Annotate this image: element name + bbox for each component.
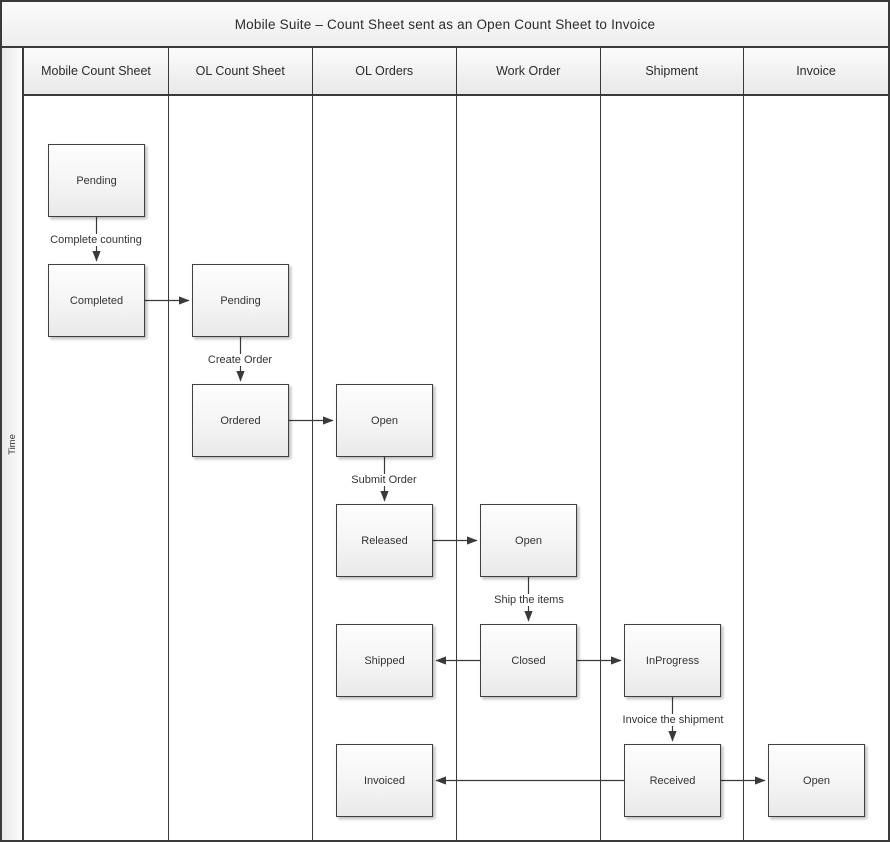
lane-header-invoice: Invoice [744, 48, 888, 96]
lane-ol-count-sheet: OL Count Sheet [168, 48, 312, 840]
node-label: Open [515, 534, 542, 547]
lane-header-mobile-count-sheet: Mobile Count Sheet [24, 48, 168, 96]
lane-work-order: Work Order [456, 48, 600, 840]
lane-body [457, 96, 600, 840]
lane-invoice: Invoice [743, 48, 888, 840]
node-shipment-received: Received [624, 744, 721, 817]
node-ol-count-sheet-pending: Pending [192, 264, 289, 337]
lane-title: Mobile Count Sheet [41, 64, 151, 78]
edge-label-ship-the-items: Ship the items [491, 594, 567, 606]
node-ol-orders-released: Released [336, 504, 433, 577]
node-label: Closed [511, 654, 546, 667]
node-mobile-count-sheet-completed: Completed [48, 264, 145, 337]
node-ol-count-sheet-ordered: Ordered [192, 384, 289, 457]
edge-label-invoice-the-shipment: Invoice the shipment [619, 714, 727, 726]
node-label: Pending [76, 174, 117, 187]
swimlanes: Mobile Count Sheet OL Count Sheet OL Ord… [24, 48, 888, 840]
lane-title: Work Order [496, 64, 561, 78]
lane-header-ol-count-sheet: OL Count Sheet [169, 48, 312, 96]
node-work-order-open: Open [480, 504, 577, 577]
node-ol-orders-invoiced: Invoiced [336, 744, 433, 817]
node-label: Released [361, 534, 408, 547]
node-label: InProgress [645, 654, 700, 667]
node-mobile-count-sheet-pending: Pending [48, 144, 145, 217]
node-label: Pending [220, 294, 261, 307]
node-work-order-closed: Closed [480, 624, 577, 697]
lane-body [169, 96, 312, 840]
node-ol-orders-open: Open [336, 384, 433, 457]
lane-body [744, 96, 888, 840]
lane-title: Shipment [645, 64, 699, 78]
edge-label-complete-counting: Complete counting [47, 234, 145, 246]
node-label: Open [371, 414, 398, 427]
node-label: Received [649, 774, 696, 787]
lane-title: OL Count Sheet [195, 64, 285, 78]
lane-title: OL Orders [355, 64, 414, 78]
time-axis-band: Time [2, 48, 24, 840]
node-shipment-inprogress: InProgress [624, 624, 721, 697]
lane-body [600, 96, 743, 840]
lane-title: Invoice [796, 64, 836, 78]
node-label: Invoiced [364, 774, 405, 787]
diagram-title: Mobile Suite – Count Sheet sent as an Op… [234, 16, 656, 32]
node-label: Completed [69, 294, 124, 307]
lane-header-work-order: Work Order [457, 48, 600, 96]
time-axis-label: Time [6, 433, 18, 455]
lane-header-ol-orders: OL Orders [312, 48, 456, 96]
edge-label-create-order: Create Order [204, 354, 276, 366]
node-ol-orders-shipped: Shipped [336, 624, 433, 697]
diagram-title-bar: Mobile Suite – Count Sheet sent as an Op… [2, 2, 888, 48]
node-label: Open [803, 774, 830, 787]
lane-header-shipment: Shipment [600, 48, 743, 96]
lane-body [312, 96, 456, 840]
node-label: Shipped [364, 654, 405, 667]
node-label: Ordered [220, 414, 261, 427]
edge-label-submit-order: Submit Order [348, 474, 420, 486]
node-invoice-open: Open [768, 744, 865, 817]
